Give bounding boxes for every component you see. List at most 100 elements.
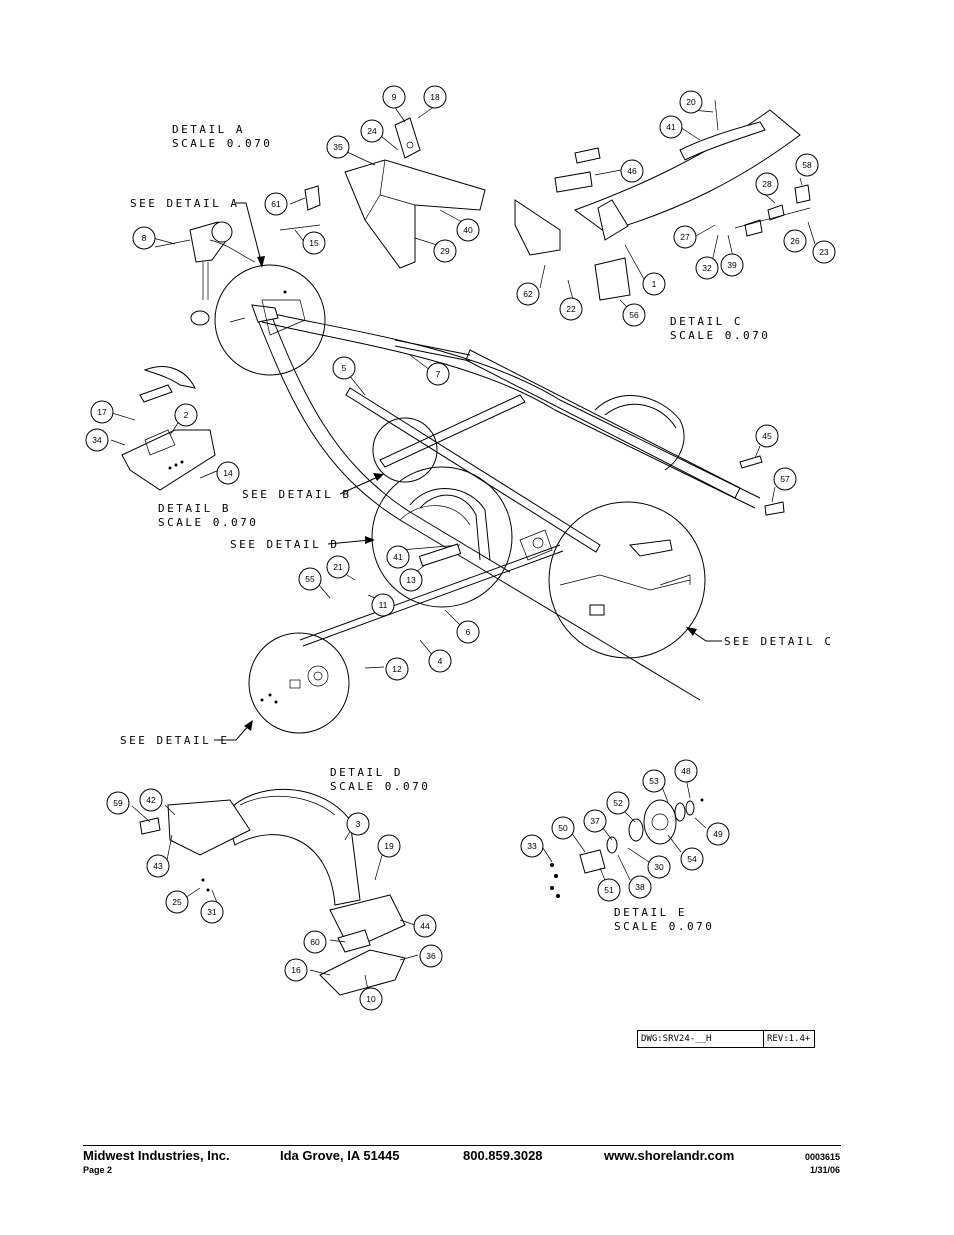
see-detail-b: SEE DETAIL B bbox=[242, 488, 351, 501]
callout-number: 20 bbox=[686, 97, 696, 107]
callout-53: 53 bbox=[642, 769, 666, 793]
callout-bubble bbox=[90, 400, 114, 424]
callout-50: 50 bbox=[551, 816, 575, 840]
footer-rule bbox=[83, 1145, 841, 1146]
callout-36: 36 bbox=[419, 944, 443, 968]
callout-48: 48 bbox=[674, 759, 698, 783]
callout-number: 36 bbox=[426, 951, 436, 961]
callout-number: 34 bbox=[92, 435, 102, 445]
callout-bubble bbox=[385, 657, 409, 681]
callout-bubble bbox=[456, 218, 480, 242]
callout-number: 39 bbox=[727, 260, 737, 270]
callout-number: 37 bbox=[590, 816, 600, 826]
detail-d-circle-parts bbox=[399, 505, 471, 567]
detail-a-scale: SCALE 0.070 bbox=[172, 137, 272, 150]
callout-number: 11 bbox=[379, 600, 388, 610]
callout-bubble bbox=[597, 878, 621, 902]
callout-57: 57 bbox=[773, 467, 797, 491]
callout-22: 22 bbox=[559, 297, 583, 321]
callout-bubble bbox=[628, 875, 652, 899]
callout-1: 1 bbox=[642, 272, 666, 296]
callout-31: 31 bbox=[200, 900, 224, 924]
callout-25: 25 bbox=[165, 890, 189, 914]
callout-16: 16 bbox=[284, 958, 308, 982]
callout-bubble bbox=[659, 115, 683, 139]
footer-city: Ida Grove, IA 51445 bbox=[280, 1148, 400, 1163]
detail-d-parts bbox=[139, 788, 406, 996]
callout-bubble bbox=[360, 119, 384, 143]
callout-number: 2 bbox=[184, 410, 189, 420]
callout-bubble bbox=[642, 769, 666, 793]
detail-e-parts bbox=[550, 798, 704, 898]
callout-number: 27 bbox=[680, 232, 690, 242]
callout-bubble bbox=[755, 424, 779, 448]
callout-bubble bbox=[174, 403, 198, 427]
callout-number: 8 bbox=[142, 233, 147, 243]
detail-a-circle bbox=[214, 264, 326, 376]
callout-bubble bbox=[680, 847, 704, 871]
callout-number: 57 bbox=[780, 474, 790, 484]
callout-bubble bbox=[264, 192, 288, 216]
callout-number: 3 bbox=[356, 819, 361, 829]
callout-number: 41 bbox=[393, 552, 403, 562]
callout-42: 42 bbox=[139, 788, 163, 812]
trailer-frame bbox=[251, 304, 785, 701]
callout-bubble bbox=[139, 788, 163, 812]
callout-bubble bbox=[165, 890, 189, 914]
callout-bubble bbox=[516, 282, 540, 306]
footer-page: Page 2 bbox=[83, 1165, 113, 1175]
callout-number: 40 bbox=[463, 225, 473, 235]
callout-number: 59 bbox=[113, 798, 123, 808]
callout-5: 5 bbox=[332, 356, 356, 380]
revision: REV:1.4+ bbox=[767, 1034, 811, 1044]
arrow-c bbox=[686, 627, 697, 636]
callout-19: 19 bbox=[377, 834, 401, 858]
callout-bubble bbox=[284, 958, 308, 982]
callout-bubble bbox=[377, 834, 401, 858]
callout-26: 26 bbox=[783, 229, 807, 253]
callout-4: 4 bbox=[428, 649, 452, 673]
callout-bubble bbox=[346, 812, 370, 836]
see-detail-c: SEE DETAIL C bbox=[724, 635, 833, 648]
footer-doc-number: 0003615 bbox=[804, 1152, 840, 1162]
callout-bubble bbox=[386, 545, 410, 569]
callout-13: 13 bbox=[399, 568, 423, 592]
callout-38: 38 bbox=[628, 875, 652, 899]
callout-bubble bbox=[428, 649, 452, 673]
callout-29: 29 bbox=[433, 239, 457, 263]
callout-bubble bbox=[359, 987, 383, 1011]
arrow-e bbox=[244, 720, 253, 731]
arrow-a bbox=[257, 256, 265, 268]
callout-37: 37 bbox=[583, 809, 607, 833]
callout-bubble bbox=[326, 135, 350, 159]
callout-bubble bbox=[720, 253, 744, 277]
callout-27: 27 bbox=[673, 225, 697, 249]
callout-number: 16 bbox=[291, 965, 301, 975]
callout-number: 23 bbox=[819, 247, 829, 257]
callout-number: 45 bbox=[762, 431, 772, 441]
leader-c bbox=[689, 629, 722, 642]
detail-e-circle bbox=[248, 632, 350, 734]
callout-32: 32 bbox=[695, 256, 719, 280]
callout-number: 18 bbox=[430, 92, 440, 102]
callout-15: 15 bbox=[302, 231, 326, 255]
detail-e-scale: SCALE 0.070 bbox=[614, 920, 714, 933]
callout-number: 4 bbox=[438, 656, 443, 666]
callout-number: 9 bbox=[392, 92, 397, 102]
callout-40: 40 bbox=[456, 218, 480, 242]
callout-bubble bbox=[773, 467, 797, 491]
footer-company: Midwest Industries, Inc. bbox=[83, 1148, 230, 1163]
callout-2: 2 bbox=[174, 403, 198, 427]
callout-23: 23 bbox=[812, 240, 836, 264]
callout-10: 10 bbox=[359, 987, 383, 1011]
callout-number: 1 bbox=[652, 279, 657, 289]
see-detail-a: SEE DETAIL A bbox=[130, 197, 239, 210]
callout-number: 10 bbox=[366, 994, 376, 1004]
callout-14: 14 bbox=[216, 461, 240, 485]
callout-bubble bbox=[413, 914, 437, 938]
callout-number: 49 bbox=[713, 829, 723, 839]
detail-d-title: DETAIL D bbox=[330, 766, 403, 779]
detail-c-parts bbox=[514, 99, 811, 301]
callout-number: 28 bbox=[762, 179, 772, 189]
callout-number: 53 bbox=[649, 776, 659, 786]
